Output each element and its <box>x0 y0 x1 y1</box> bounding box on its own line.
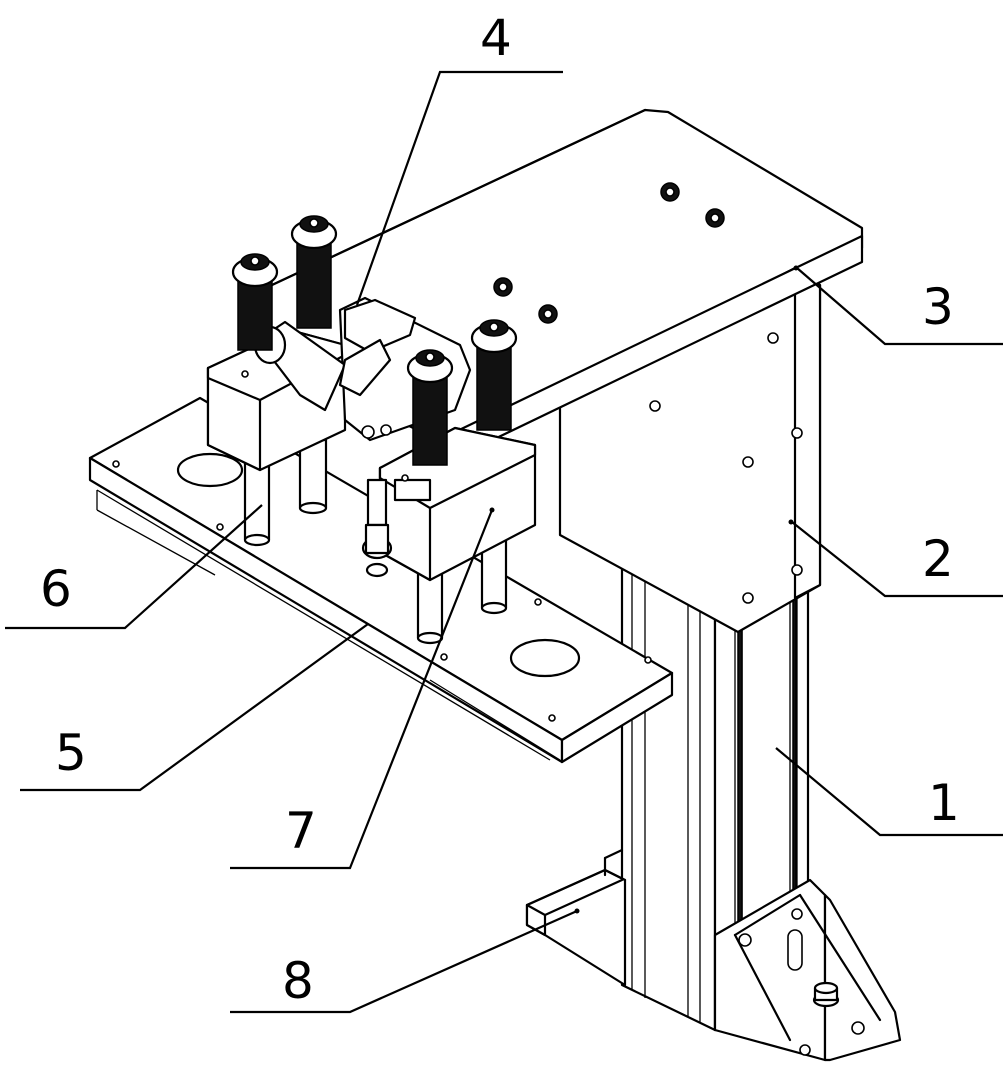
callout-7: 7 <box>285 802 317 860</box>
callout-1: 1 <box>928 774 960 832</box>
part-7-clamp-block-right <box>380 428 535 580</box>
knob-3 <box>408 350 452 465</box>
callout-2: 2 <box>922 530 954 588</box>
callout-8: 8 <box>282 952 314 1010</box>
knob-1 <box>233 254 277 350</box>
knob-4 <box>472 320 516 430</box>
callout-5: 5 <box>55 724 87 782</box>
callout-4: 4 <box>480 9 512 67</box>
part-8-mounting-block <box>527 850 625 985</box>
leader-2 <box>792 522 1003 596</box>
callout-6: 6 <box>40 560 72 618</box>
knob-2 <box>292 216 336 328</box>
leader-1 <box>776 748 1003 835</box>
callout-3: 3 <box>922 278 954 336</box>
